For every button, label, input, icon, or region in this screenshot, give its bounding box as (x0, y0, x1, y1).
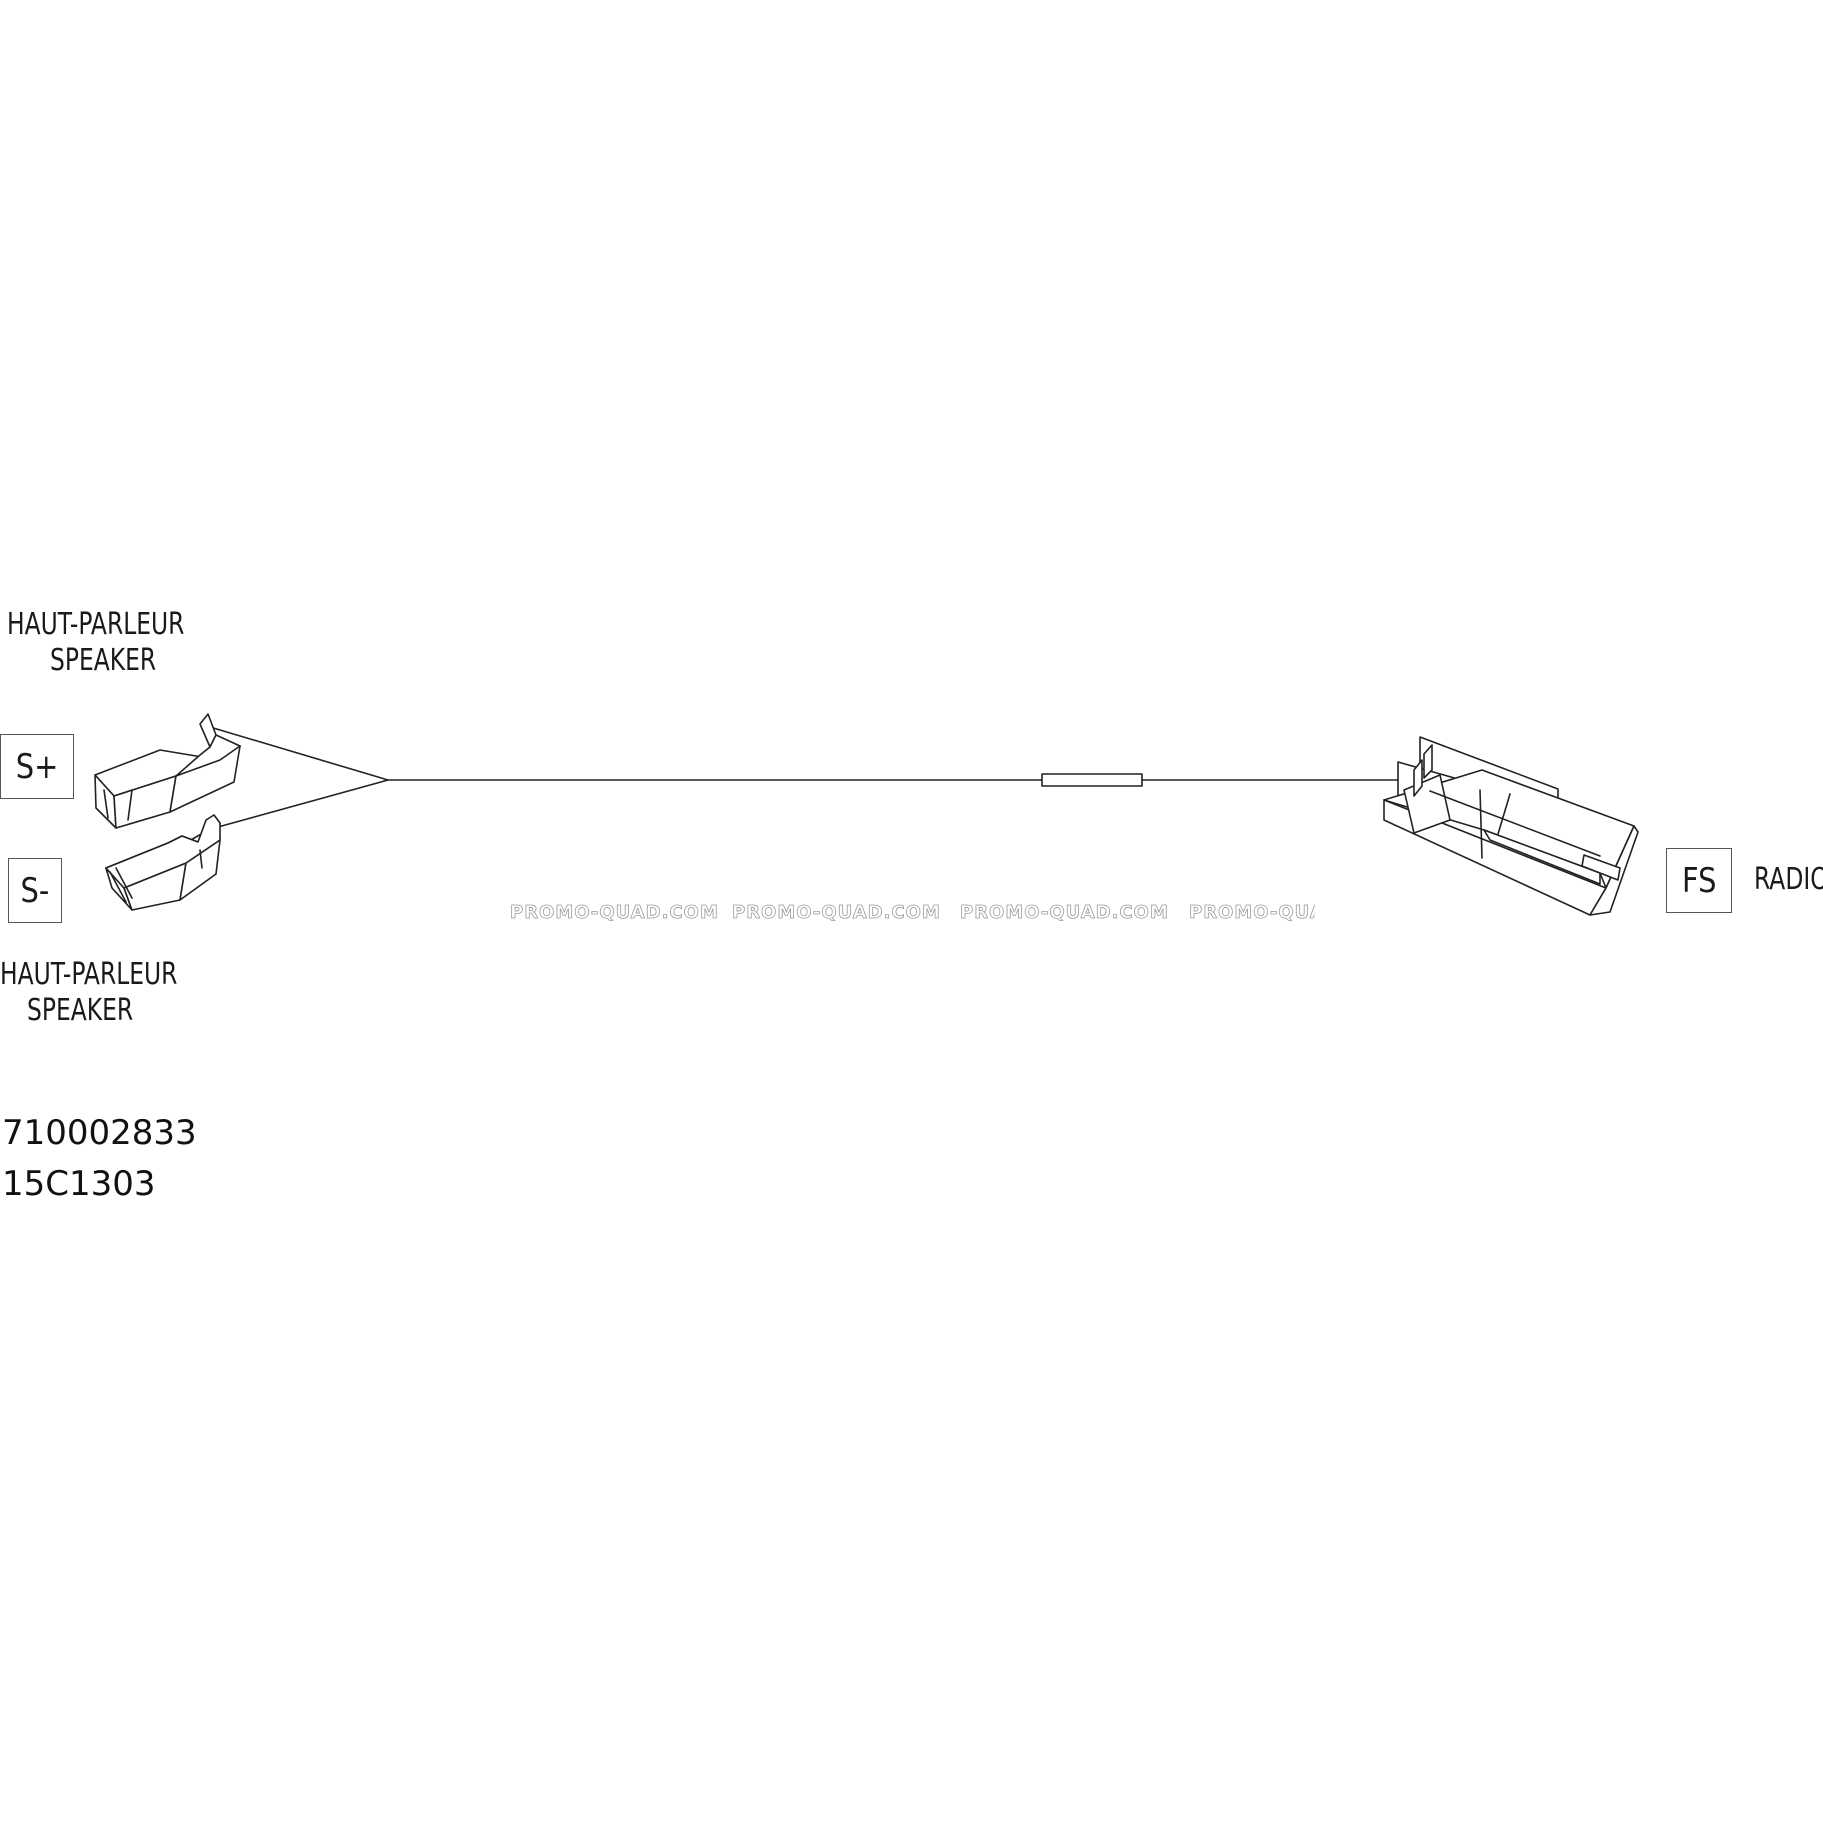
watermark-1: PROMO-QUAD.COM (510, 902, 719, 924)
terminal-negative-badge: S- (8, 858, 62, 923)
watermark-2: PROMO-QUAD.COM (732, 902, 941, 924)
wire-harness (209, 726, 1399, 828)
speaker-bottom-label-en: SPEAKER (27, 993, 134, 1028)
watermark-4: PROMO-QUA (1189, 902, 1315, 924)
watermark-4-clip: PROMO-QUA (1185, 895, 1315, 931)
spade-terminal-positive (94, 713, 241, 829)
spade-terminal-negative (105, 814, 221, 911)
terminal-negative-text: S- (20, 870, 50, 911)
radio-connector-housing (1383, 736, 1639, 916)
connector-code-text: FS (1681, 860, 1717, 901)
terminal-positive-text: S+ (15, 746, 59, 787)
speaker-bottom-label-fr: HAUT-PARLEUR (0, 957, 178, 992)
connector-code-badge: FS (1666, 848, 1732, 913)
speaker-top-label-fr: HAUT-PARLEUR (7, 607, 185, 642)
part-number: 710002833 (2, 1113, 197, 1153)
watermark-3: PROMO-QUAD.COM (960, 902, 1169, 924)
drawing-code: 15C1303 (2, 1164, 156, 1204)
terminal-positive-badge: S+ (0, 734, 74, 799)
radio-label: RADIO (1754, 862, 1823, 897)
speaker-top-label-en: SPEAKER (50, 643, 157, 678)
